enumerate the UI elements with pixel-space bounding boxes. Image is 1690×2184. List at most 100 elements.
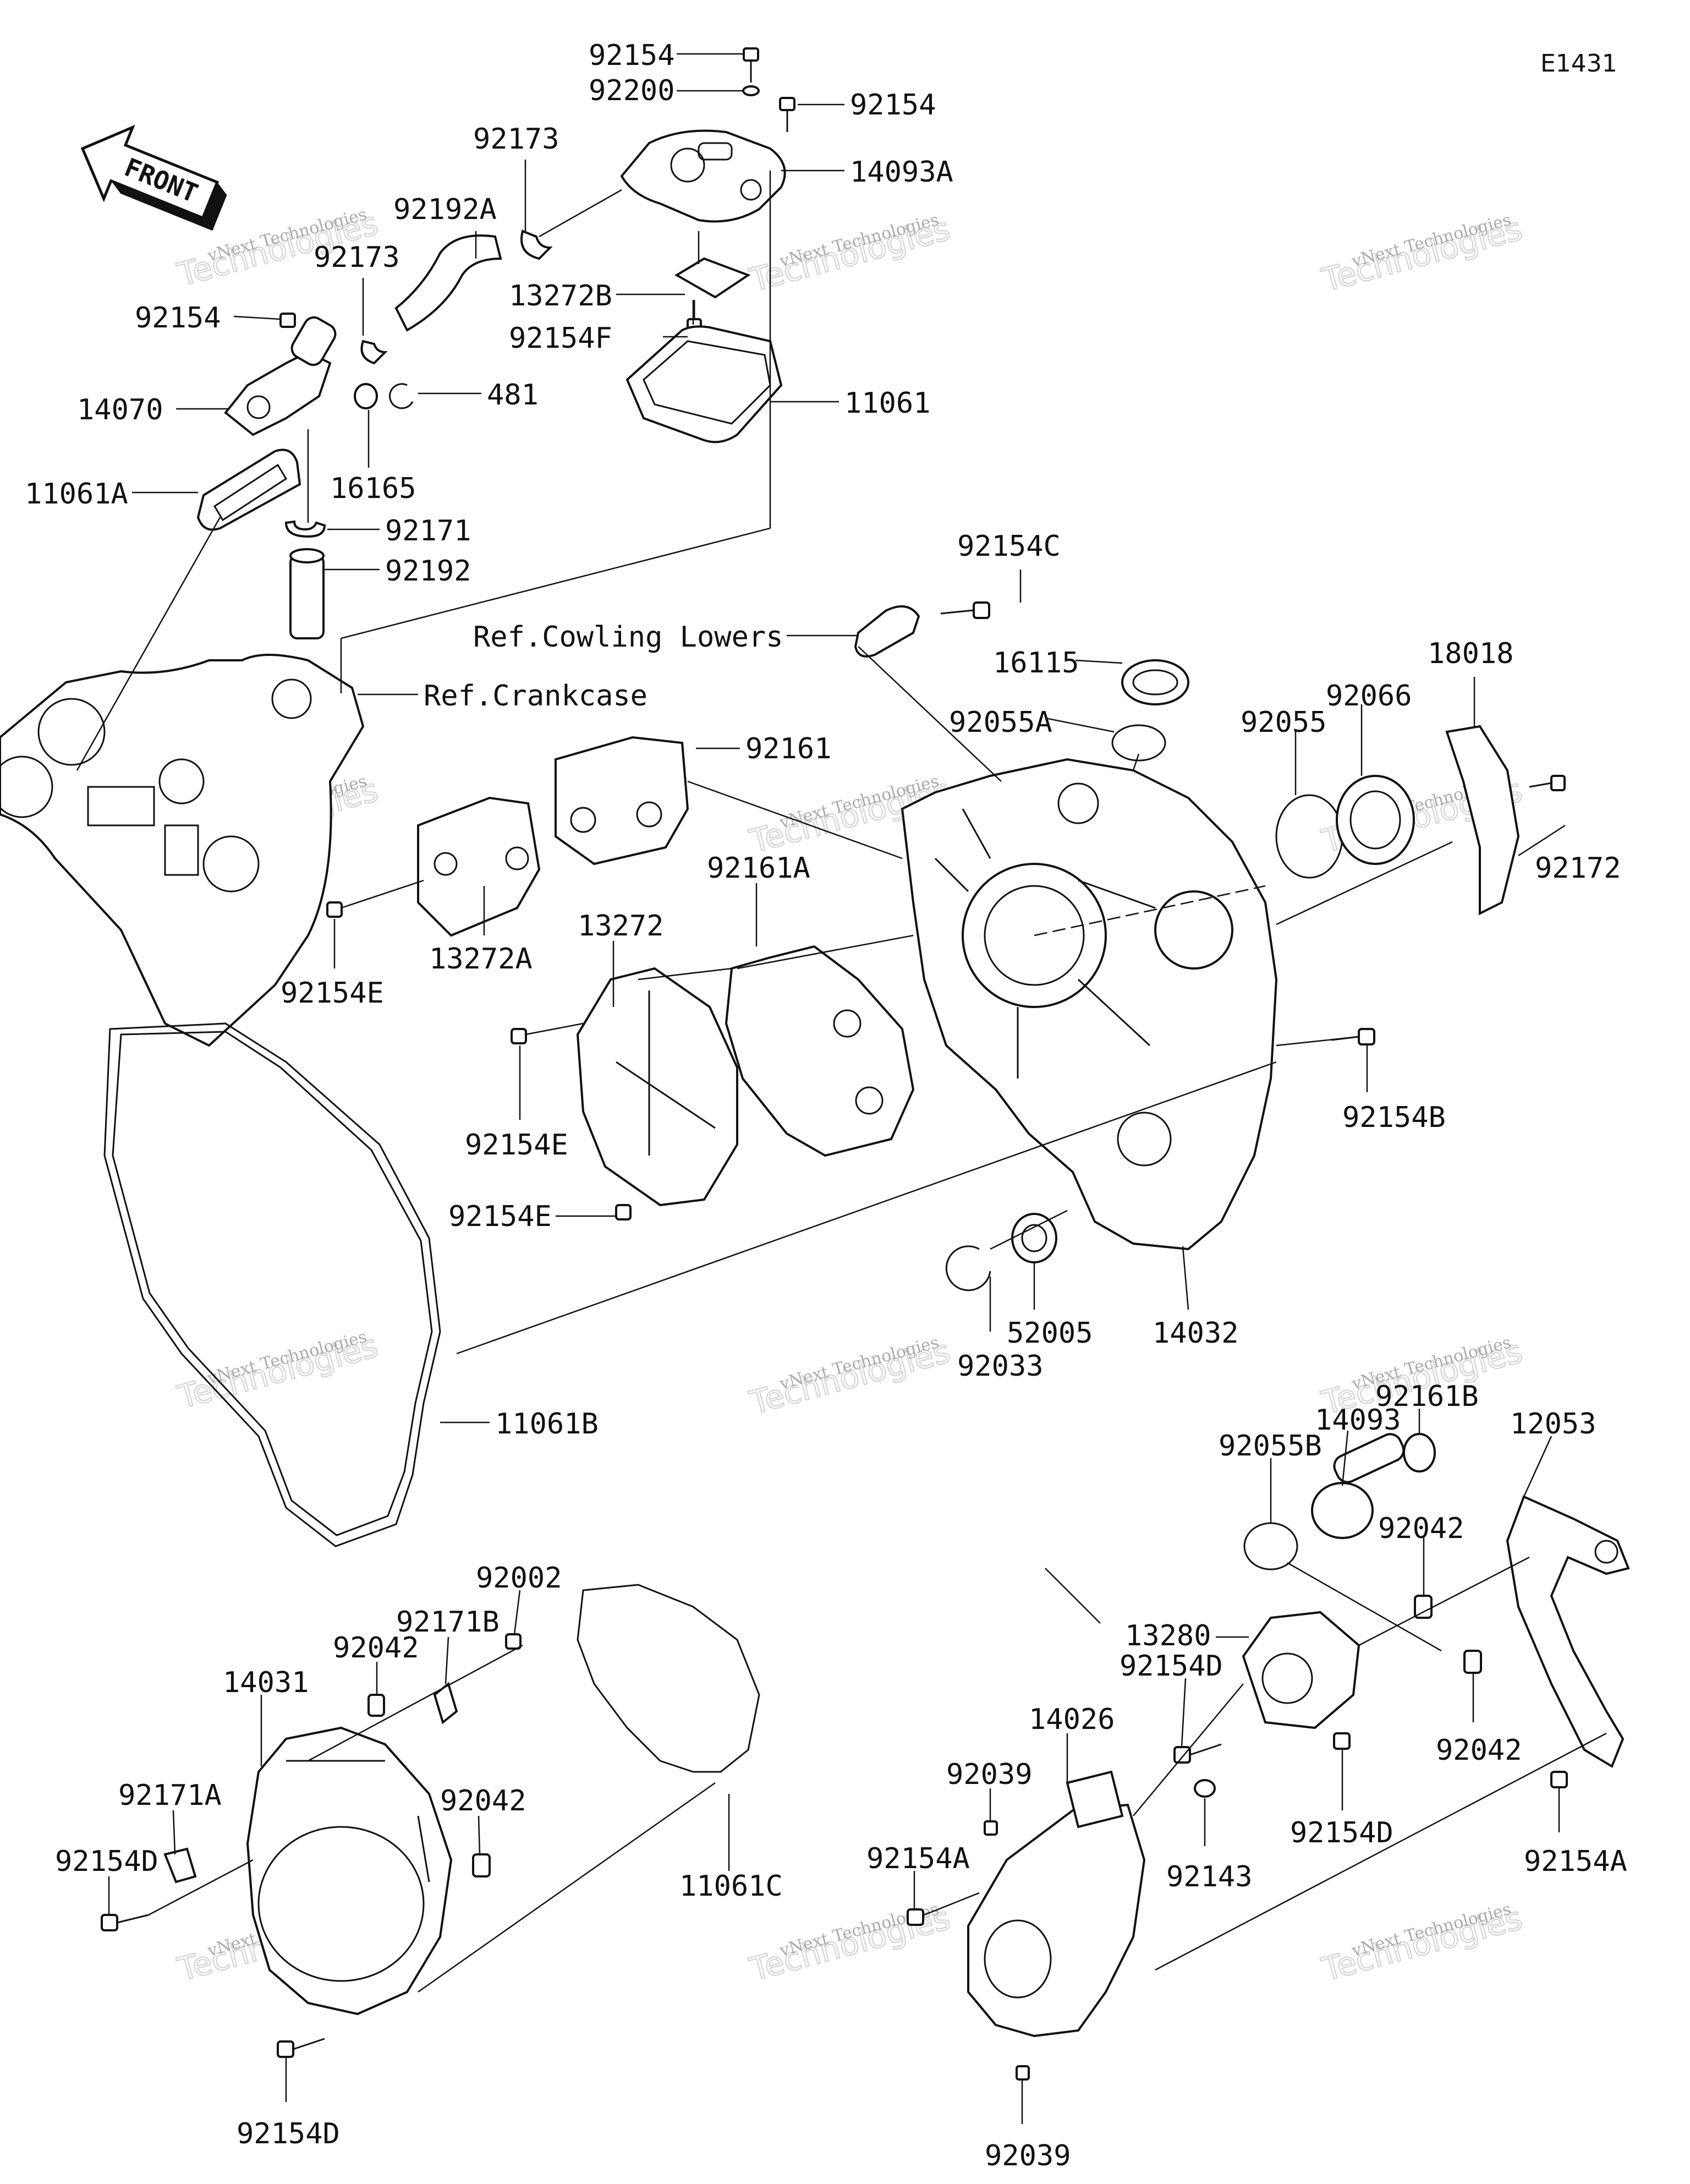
reference-label: Ref.Crankcase <box>424 680 648 713</box>
oring-92055b <box>1243 1522 1298 1570</box>
part-label: 14070 <box>77 393 163 426</box>
part-label: 92154F <box>509 322 612 355</box>
part-label: 92154 <box>850 89 936 122</box>
gasket-11061a <box>196 448 301 531</box>
generator-cover-14031 <box>246 1726 453 2016</box>
part-label: 92173 <box>473 123 559 156</box>
part-label: 92042 <box>440 1785 526 1818</box>
diagram-code: E1431 <box>1540 50 1617 78</box>
part-label: 92154D <box>1120 1650 1223 1683</box>
bolt-92154a-right <box>1550 1771 1568 1788</box>
gasket-13272b <box>674 257 751 299</box>
pad-92161 <box>555 736 689 866</box>
part-label: 92173 <box>314 241 400 274</box>
part-label: 92055B <box>1219 1430 1322 1463</box>
bolt-92154e-mid <box>511 1028 527 1044</box>
part-label: 92154D <box>55 1845 158 1878</box>
gasket-11061 <box>625 325 783 444</box>
bolt-92154d-right <box>1333 1732 1351 1750</box>
pad-92161a <box>725 945 915 1157</box>
part-label: 92172 <box>1535 852 1621 885</box>
front-arrow-icon: FRONT <box>80 124 227 231</box>
part-label: 92154B <box>1342 1101 1446 1134</box>
oring-92055a <box>1111 724 1166 762</box>
part-label: 13272B <box>509 280 612 313</box>
part-label: 18018 <box>1428 637 1514 670</box>
seal-52005 <box>1011 1213 1057 1263</box>
part-label: 14032 <box>1153 1317 1239 1350</box>
part-label: 92171A <box>118 1779 222 1812</box>
cover-13272a <box>417 796 541 937</box>
part-label: 92039 <box>946 1758 1033 1791</box>
part-label: 16165 <box>330 472 416 505</box>
cover-13272 <box>576 967 738 1207</box>
bolt-92154e-top <box>326 901 343 918</box>
water-pipe-14070 <box>224 316 337 436</box>
clamp-92171a <box>163 1847 197 1884</box>
dowel-92042-a <box>367 1694 385 1717</box>
part-label: 92042 <box>333 1632 419 1665</box>
part-label: 12053 <box>1510 1408 1596 1441</box>
part-label: 13272 <box>578 910 664 943</box>
pulse-cover-14026 <box>967 1770 1146 2038</box>
gasket-11061b <box>103 1022 441 1547</box>
bracket-12053 <box>1506 1495 1630 1768</box>
part-label: 92002 <box>476 1562 562 1595</box>
part-label: 14031 <box>223 1666 309 1699</box>
cover-13280 <box>1242 1611 1360 1729</box>
assembly-lines <box>76 189 1607 1993</box>
part-label: 13272A <box>429 943 533 976</box>
part-label: 92143 <box>1166 1860 1253 1893</box>
part-label: 92161B <box>1375 1380 1479 1413</box>
hose-92192 <box>289 548 325 639</box>
washer-92143 <box>1194 1779 1216 1798</box>
part-label: 92154 <box>589 39 675 72</box>
circlip-481 <box>389 383 414 409</box>
part-label: 92200 <box>589 74 675 107</box>
dowel-92042-b <box>472 1853 491 1878</box>
part-label: 92171B <box>396 1606 500 1639</box>
part-label: 11061C <box>679 1870 783 1903</box>
guard-18018 <box>1445 725 1520 916</box>
bolt-92154-top <box>742 47 760 96</box>
part-label: 92154 <box>135 302 221 335</box>
part-label: 52005 <box>1007 1317 1093 1350</box>
clamp-92171 <box>284 520 326 538</box>
part-label: 92161A <box>707 852 810 885</box>
window-92066 <box>1336 775 1415 865</box>
part-label: 16115 <box>993 647 1079 680</box>
part-label: 11061B <box>495 1408 599 1441</box>
part-label: 92154D <box>237 2117 340 2150</box>
bolt-92172 <box>1529 775 1566 791</box>
part-label: 92192A <box>393 193 497 226</box>
bolt-92002 <box>505 1633 522 1650</box>
bolt-92039-bottom <box>1016 2065 1030 2081</box>
part-label: 92039 <box>985 2139 1071 2172</box>
thermostat-cover <box>620 129 786 223</box>
part-label: 92171 <box>385 514 471 548</box>
circlip-92033 <box>945 1245 991 1291</box>
hose-92192a <box>394 234 502 332</box>
cap-16115 <box>1121 659 1189 705</box>
clamp-92173-a <box>520 229 553 260</box>
part-label: 92154E <box>465 1129 568 1162</box>
clutch-cover-14032 <box>901 758 1278 1251</box>
bolt-92154a-left <box>907 1908 924 1926</box>
part-label: 92042 <box>1436 1734 1522 1767</box>
part-label: 92154A <box>866 1842 970 1875</box>
part-label: 92033 <box>957 1350 1044 1383</box>
leader-lines <box>108 53 1566 2124</box>
bolt-92039-top <box>984 1820 998 1836</box>
bolt-92154c <box>940 601 990 619</box>
part-label: 92154C <box>957 530 1061 563</box>
part-label: 11061 <box>844 387 931 420</box>
bolt-92154-right <box>779 97 795 132</box>
part-label: 92042 <box>1378 1512 1464 1545</box>
crankcase-ref <box>0 654 365 1047</box>
part-label: 92055 <box>1241 706 1327 739</box>
part-label: 92055A <box>949 706 1052 739</box>
part-label: 11061A <box>25 478 128 511</box>
bolt-92154d-bottom <box>277 2038 325 2058</box>
cap-92161b <box>1403 1433 1436 1473</box>
